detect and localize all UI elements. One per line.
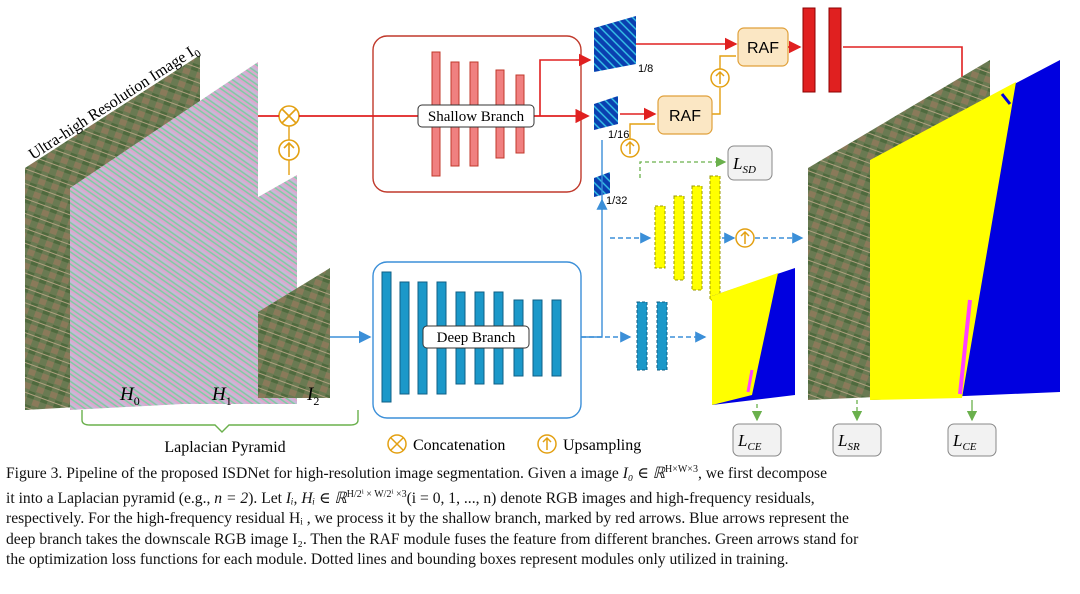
aux-segmentation [712, 268, 795, 405]
loss-lsr: LSR [832, 423, 882, 457]
input-image-stack [25, 55, 330, 410]
up-to-raf-top [719, 55, 736, 69]
red-raf-mid-to-up [712, 88, 721, 115]
caption-line-3: respectively. For the high-frequency res… [6, 510, 849, 528]
sr-blocks [654, 175, 721, 301]
feature-1-8 [594, 16, 636, 72]
scale-1-32: 1/32 [606, 195, 627, 207]
red-line-from-box [539, 53, 592, 116]
caption-line-2: it into a Laplacian pyramid (e.g., n = 2… [6, 488, 815, 507]
figure-caption: Figure 3. Pipeline of the proposed ISDNe… [6, 460, 1076, 571]
shallow-branch-label-box [417, 104, 535, 128]
deep-aux-blocks [636, 301, 668, 371]
label-i2: I2 [306, 384, 319, 408]
deep-branch-label-box [422, 325, 530, 349]
rgb-i2 [258, 268, 330, 398]
svg-text:LCE: LCE [737, 431, 762, 453]
svg-text:Concatenation: Concatenation [413, 437, 505, 454]
loss-lce-aux: LCE [732, 423, 782, 457]
scale-1-16: 1/16 [608, 129, 629, 141]
raf-mid: RAF [657, 95, 713, 135]
loss-lsd: LSD [727, 145, 773, 181]
green-to-lsd [639, 156, 727, 178]
final-segmentation [808, 60, 1060, 400]
svg-text:LCE: LCE [952, 431, 977, 453]
feature-1-16 [594, 96, 618, 130]
legend-upsample: Upsampling [537, 434, 641, 454]
svg-text:RAF: RAF [747, 40, 779, 57]
caption-line-4: deep branch takes the downscale RGB imag… [6, 530, 859, 548]
pyramid-caption: Laplacian Pyramid [164, 439, 285, 456]
legend-concat: Concatenation [387, 434, 505, 454]
up-1-16-line [629, 123, 655, 139]
scale-1-8: 1/8 [638, 63, 653, 75]
label-h0: H0 [119, 384, 140, 408]
caption-line-5: the optimization loss functions for each… [6, 551, 789, 569]
caption-line-1: Figure 3. Pipeline of the proposed ISDNe… [6, 464, 827, 483]
label-h1: H1 [211, 384, 232, 408]
upsample-icon-sr [735, 228, 755, 248]
upsample-icon-raf [710, 68, 730, 88]
svg-text:LSD: LSD [732, 154, 756, 176]
svg-text:LSR: LSR [837, 431, 860, 453]
deep-branch-label: Deep Branch [437, 330, 516, 346]
decoder-blocks [802, 7, 842, 93]
upsample-icon-1-16 [620, 138, 640, 158]
blue-to-1-32 [581, 198, 608, 338]
upsample-icon [278, 139, 300, 161]
shallow-branch-label: Shallow Branch [428, 109, 525, 125]
loss-lce-final: LCE [947, 423, 997, 457]
raf-top: RAF [737, 27, 789, 67]
svg-text:RAF: RAF [669, 108, 701, 125]
pyramid-brace [81, 410, 359, 433]
concat-icon [278, 105, 300, 127]
svg-text:Upsampling: Upsampling [563, 437, 641, 454]
pipeline-diagram: Ultra-high Resolution Image I0 H0 H1 I2 … [25, 7, 1060, 457]
